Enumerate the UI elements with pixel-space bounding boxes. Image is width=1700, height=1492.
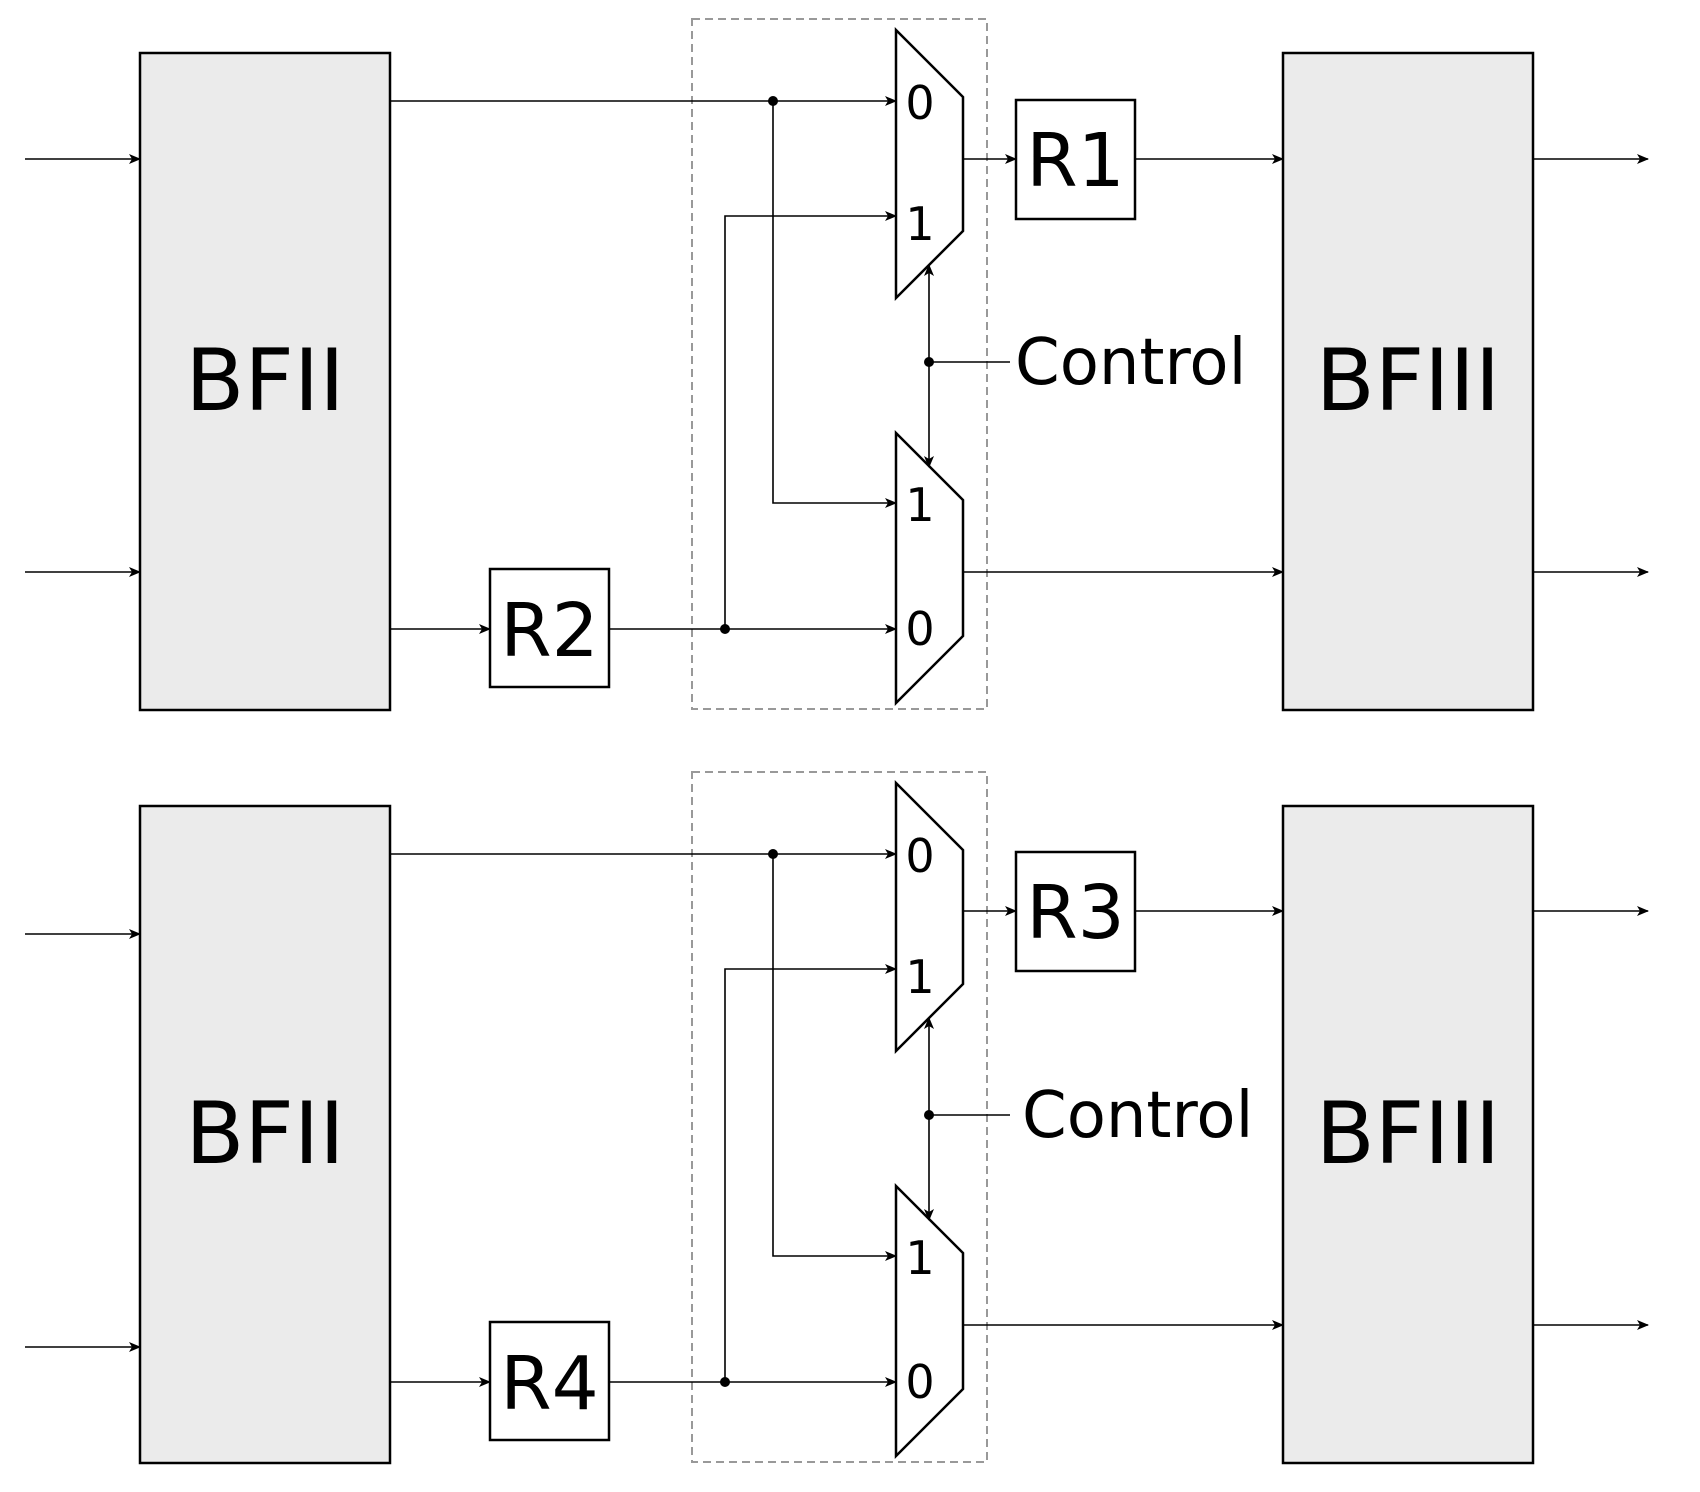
switch-network-box — [691, 771, 988, 1463]
bfiii-block — [1281, 804, 1535, 1465]
wire-cross-to-mux-bottom — [772, 854, 897, 1261]
mux-top-input-0: 0 — [905, 76, 934, 130]
register-r3 — [1014, 850, 1137, 973]
mux-bottom — [894, 1182, 965, 1460]
mux-top-input-1: 1 — [905, 950, 934, 1004]
panel-bottom: BFII BFIII 0 1 1 0 R4 Control R3 — [25, 771, 1649, 1465]
mux-top-input-0: 0 — [905, 829, 934, 883]
bfiii-block — [1281, 51, 1535, 712]
mux-top-input-1: 1 — [905, 197, 934, 251]
panel-top: BFII BFIII 0 1 1 0 R2 C — [25, 18, 1649, 712]
mux-bottom — [894, 429, 965, 707]
mux-top — [894, 26, 965, 302]
control-label: Control — [1022, 1079, 1253, 1153]
mux-bottom-input-1: 1 — [905, 1231, 934, 1285]
wire-cross-to-mux-top — [724, 211, 897, 629]
bfii-label: BFII — [185, 331, 344, 431]
register-r1-label: R1 — [1026, 118, 1125, 204]
switch-network-box — [691, 18, 988, 710]
register-r2-label: R2 — [500, 588, 599, 674]
register-r4 — [488, 1320, 611, 1442]
register-r2 — [488, 567, 611, 689]
bfii-block — [138, 804, 392, 1465]
bfii-label: BFII — [185, 1084, 344, 1184]
control-label: Control — [1015, 326, 1246, 400]
bfiii-label: BFIII — [1316, 331, 1501, 431]
bfiii-label: BFIII — [1316, 1084, 1501, 1184]
bfii-block — [138, 51, 392, 712]
mux-top — [894, 779, 965, 1055]
mux-bottom-input-0: 0 — [905, 1355, 934, 1409]
wire-cross-to-mux-bottom — [772, 101, 897, 508]
register-r1 — [1014, 98, 1137, 221]
mux-bottom-input-1: 1 — [905, 478, 934, 532]
register-r3-label: R3 — [1026, 870, 1125, 956]
wire-cross-to-mux-top — [724, 964, 897, 1382]
register-r4-label: R4 — [500, 1341, 599, 1427]
mux-bottom-input-0: 0 — [905, 602, 934, 656]
